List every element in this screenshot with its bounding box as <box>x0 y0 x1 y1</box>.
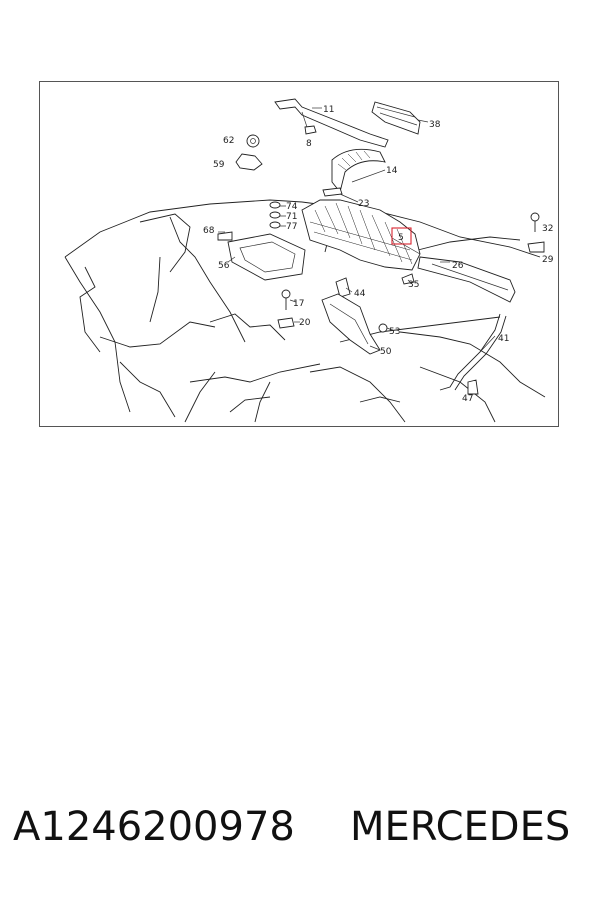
part-56-tray <box>227 233 306 281</box>
leader-lines <box>218 107 496 353</box>
callout-5: 5 <box>398 233 404 243</box>
highlighted-part-box <box>391 227 412 245</box>
parts-diagram: 11 38 8 62 59 14 23 74 71 77 68 56 5 32 … <box>39 81 559 427</box>
callout-26: 26 <box>452 261 464 271</box>
callout-74: 74 <box>286 202 298 212</box>
callout-71: 71 <box>286 212 297 222</box>
part-23-clip <box>322 187 343 197</box>
callout-labels: 11 38 8 62 59 14 23 74 71 77 68 56 5 32 … <box>203 105 554 404</box>
part-50-channel <box>321 293 381 355</box>
callout-62: 62 <box>223 136 234 146</box>
part-20-clip <box>277 317 295 329</box>
callout-77: 77 <box>286 222 297 232</box>
callout-23: 23 <box>358 199 369 209</box>
callout-17: 17 <box>293 299 304 309</box>
callout-41: 41 <box>498 334 509 344</box>
part-17-screw <box>281 289 291 310</box>
part-44-bracket <box>335 277 351 298</box>
callout-59: 59 <box>213 160 225 170</box>
callout-20: 20 <box>299 318 311 328</box>
callout-11: 11 <box>323 105 334 115</box>
callout-44: 44 <box>354 289 366 299</box>
part-38-bar <box>371 101 421 135</box>
part-number: A1246200978 <box>13 804 295 850</box>
callout-47: 47 <box>462 394 473 404</box>
part-62-nut <box>246 134 260 148</box>
part-29-clip <box>527 241 545 253</box>
callout-35: 35 <box>408 280 419 290</box>
part-59-bracket <box>235 153 263 171</box>
callout-38: 38 <box>429 120 441 130</box>
callout-56: 56 <box>218 261 230 271</box>
callout-68: 68 <box>203 226 215 236</box>
part-8-clip <box>304 125 317 135</box>
exploded-view-drawing: 11 38 8 62 59 14 23 74 71 77 68 56 5 32 … <box>64 98 554 423</box>
part-74-71-77-washers <box>269 201 281 229</box>
callout-29: 29 <box>542 255 554 265</box>
callout-53: 53 <box>389 327 400 337</box>
part-26-strip <box>417 256 516 303</box>
part-47-clip <box>467 379 479 395</box>
callout-50: 50 <box>380 347 392 357</box>
part-41-hose <box>439 313 507 391</box>
part-32-screw <box>530 212 540 232</box>
part-14-duct <box>331 148 386 193</box>
callout-32: 32 <box>542 224 553 234</box>
part-68-clip <box>217 231 233 241</box>
part-35-clip <box>401 273 415 285</box>
callout-8: 8 <box>306 139 312 149</box>
part-53-grommet <box>378 323 388 333</box>
caption: A1246200978 MERCEDES <box>0 800 600 860</box>
brand-name: MERCEDES <box>350 804 571 850</box>
callout-14: 14 <box>386 166 398 176</box>
